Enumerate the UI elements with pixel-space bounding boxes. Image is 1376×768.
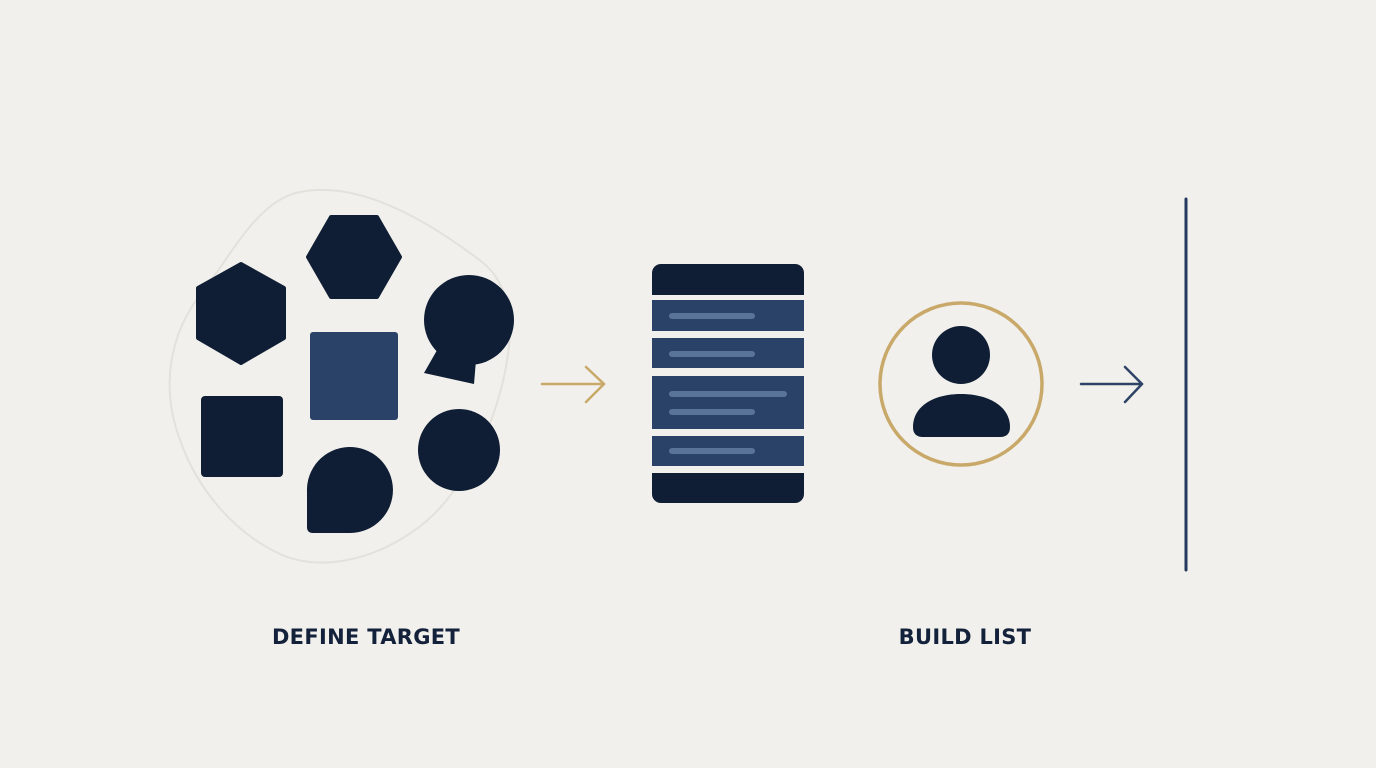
text-placeholder-bar — [669, 313, 755, 319]
square-shape-bottom — [201, 396, 283, 477]
text-placeholder-bar — [669, 391, 787, 397]
avatar-body — [913, 394, 1010, 437]
list-dividers — [650, 295, 806, 473]
cluster-outline — [168, 188, 511, 564]
contact-avatar-icon — [878, 301, 1044, 467]
hexagon-shape-top — [306, 215, 402, 299]
arrow-right-icon — [1079, 365, 1144, 404]
square-shape-center — [310, 332, 398, 420]
speech-bubble-shape — [424, 275, 514, 384]
hexagon-shape-left — [196, 262, 286, 365]
arrow-right-icon — [540, 365, 606, 404]
mixed-shapes-icon — [168, 188, 514, 564]
text-placeholder-bar — [669, 448, 755, 454]
circle-shape — [418, 409, 500, 491]
text-placeholder-bar — [669, 351, 755, 357]
step-label-define-target: DEFINE TARGET — [271, 625, 461, 649]
text-placeholder-bar — [669, 409, 755, 415]
list-document-icon — [650, 264, 806, 503]
step-label-build-list: BUILD LIST — [898, 625, 1032, 649]
teardrop-shape — [306, 446, 393, 533]
list-row — [652, 376, 804, 429]
avatar-ring — [878, 301, 1044, 467]
avatar-head — [932, 326, 990, 384]
